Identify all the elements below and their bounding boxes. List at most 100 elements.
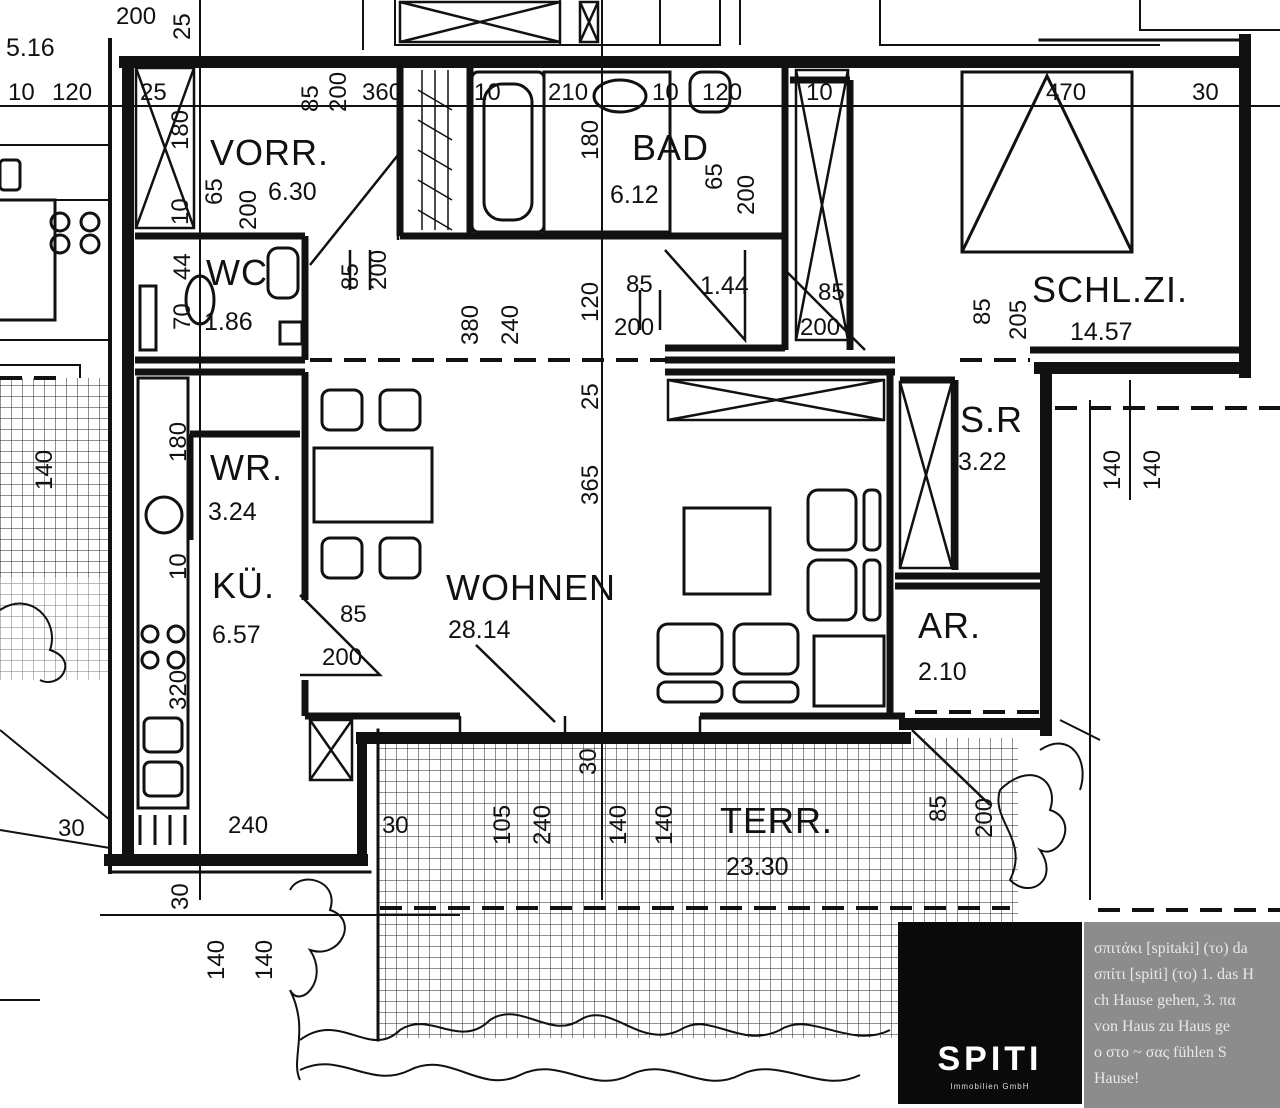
- logo-wordmark: SPITI: [937, 1040, 1043, 1078]
- dim-label: 360: [362, 79, 402, 106]
- dim-label: 10: [167, 198, 194, 225]
- dim-label: 140: [203, 940, 230, 980]
- dim-label: 120: [577, 282, 604, 322]
- room-wc-name: WC: [206, 252, 268, 293]
- room-wr-name: WR.: [210, 447, 283, 488]
- dim-label: 65: [201, 178, 228, 205]
- dim-label: 85: [818, 279, 845, 306]
- dining-table: [312, 446, 434, 524]
- dim-label: 200: [325, 72, 352, 112]
- room-bad-name: BAD: [632, 127, 709, 168]
- dimension-labels-vertical: 180 85 200 10 65 200 44 70 85 200 380 24…: [31, 13, 1166, 980]
- dim-label: 140: [1139, 450, 1166, 490]
- dim-label: 10: [474, 79, 501, 106]
- terrace-tiles: [0, 378, 1018, 1038]
- dim-label: 200: [614, 314, 654, 341]
- room-vorr-name: VORR.: [210, 132, 329, 173]
- room-top-area: 5.16: [6, 34, 55, 62]
- dim-label: 200: [800, 314, 840, 341]
- dim-label: 200: [733, 175, 760, 215]
- dim-label: 240: [529, 805, 556, 845]
- dim-label: 30: [1192, 79, 1219, 106]
- dictionary-line: von Haus zu Haus ge: [1094, 1018, 1230, 1035]
- dashed-lines: [0, 358, 1280, 912]
- exterior-walls: [104, 34, 1251, 1042]
- room-schl-area: 14.57: [1070, 318, 1133, 346]
- dim-label: 85: [337, 263, 364, 290]
- room-labels: VORR. 6.30 BAD 6.12 WC 1.86 SCHL.ZI. 14.…: [6, 34, 1188, 881]
- interior-walls: [135, 62, 1240, 720]
- room-schl-name: SCHL.ZI.: [1032, 269, 1188, 310]
- dim-label: 105: [489, 805, 516, 845]
- dim-label: 44: [169, 253, 196, 280]
- dim-label: 200: [971, 798, 998, 838]
- dim-label: 240: [228, 812, 268, 839]
- dim-label: 365: [577, 465, 604, 505]
- dim-label: 210: [548, 79, 588, 106]
- dim-label: 85: [626, 271, 653, 298]
- dim-label: 380: [457, 305, 484, 345]
- room-sr-name: S.R: [960, 399, 1023, 440]
- dim-label: 140: [1099, 450, 1126, 490]
- dim-label: 85: [969, 298, 996, 325]
- room-ar-area: 2.10: [918, 658, 967, 686]
- dim-label: 140: [251, 940, 278, 980]
- dim-label: 200: [116, 3, 156, 30]
- dim-label: 10: [8, 79, 35, 106]
- dim-label: 10: [652, 79, 679, 106]
- dim-label: 85: [340, 601, 367, 628]
- dim-label: 180: [577, 120, 604, 160]
- living-furniture: [312, 388, 886, 708]
- room-wc-area: 1.86: [204, 308, 253, 336]
- dim-label: 470: [1046, 79, 1086, 106]
- dim-label: 70: [169, 303, 196, 330]
- dim-label: 140: [31, 450, 58, 490]
- bed: [960, 70, 1134, 254]
- toilet: [266, 246, 300, 300]
- dim-label: 200: [365, 250, 392, 290]
- dim-label: 30: [58, 815, 85, 842]
- dim-label: 140: [651, 805, 678, 845]
- dim-label: 205: [1005, 300, 1032, 340]
- plants: [0, 602, 1084, 1082]
- dictionary-line: σπίτι [spiti] (το) 1. das H: [1094, 966, 1254, 983]
- room-terr-name: TERR.: [720, 800, 833, 841]
- dictionary-line: ch Hause gehen, 3. πα: [1094, 992, 1236, 1009]
- dim-label: 180: [165, 422, 192, 462]
- dim-label: 85: [925, 795, 952, 822]
- dim-label: 30: [167, 883, 194, 910]
- dimension-labels: 200 10 120 25 360 10 210 10 120 10 470 3…: [8, 3, 1219, 842]
- dim-label: 200: [322, 644, 362, 671]
- kitchen-counter: [136, 376, 190, 810]
- dim-label: 140: [605, 805, 632, 845]
- dictionary-panel: σπιτάκι [spitaki] (το) da σπίτι [spiti] …: [1084, 922, 1280, 1108]
- dim-label: 240: [497, 305, 524, 345]
- dictionary-line: ο στο ~ σας fühlen S: [1094, 1044, 1227, 1061]
- room-wr-area: 3.24: [208, 498, 257, 526]
- dim-label: 320: [165, 670, 192, 710]
- dim-label: 30: [575, 748, 602, 775]
- wardrobes: [134, 0, 954, 782]
- room-wohnen-name: WOHNEN: [446, 567, 616, 608]
- room-bad-area: 6.12: [610, 181, 659, 209]
- door-swings: [299, 151, 991, 806]
- dim-label: 65: [701, 163, 728, 190]
- room-terr-area: 23.30: [726, 853, 789, 881]
- dim-label: 25: [140, 79, 167, 106]
- room-sr-area: 3.22: [958, 448, 1007, 476]
- dictionary-line: σπιτάκι [spitaki] (το) da: [1094, 940, 1248, 957]
- room-ku-name: KÜ.: [212, 565, 275, 606]
- room-flur-area: 1.44: [700, 272, 749, 300]
- dim-label: 30: [382, 812, 409, 839]
- sink: [592, 78, 648, 114]
- logo-subtitle: Immobilien GmbH: [950, 1082, 1030, 1091]
- room-ku-area: 6.57: [212, 621, 261, 649]
- dim-label: 10: [806, 79, 833, 106]
- dim-label: 200: [235, 190, 262, 230]
- dim-label: 10: [165, 553, 192, 580]
- dim-label: 25: [169, 13, 196, 40]
- fixtures: [0, 70, 732, 845]
- coffee-table: [682, 506, 772, 596]
